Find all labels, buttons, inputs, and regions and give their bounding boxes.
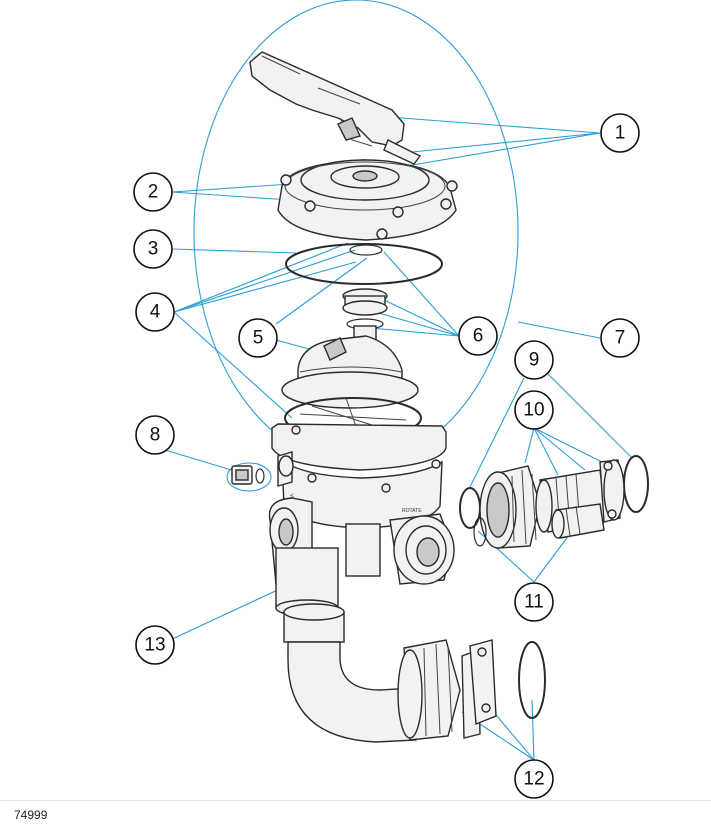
- callout-9: 9: [514, 340, 554, 380]
- svg-text:9: 9: [529, 350, 540, 371]
- svg-text:7: 7: [615, 328, 626, 349]
- svg-text:8: 8: [150, 425, 161, 446]
- part-valve-body: ROTATE VALVE: [268, 423, 455, 617]
- part-union-o-ring-left: [459, 487, 481, 529]
- svg-text:1: 1: [615, 123, 626, 144]
- callout-8: 8: [135, 415, 175, 455]
- svg-text:10: 10: [523, 400, 544, 421]
- svg-text:4: 4: [150, 302, 161, 323]
- part-valve-cover: [277, 159, 458, 241]
- callout-3: 3: [133, 229, 173, 269]
- svg-text:6: 6: [473, 326, 484, 347]
- part-union-o-ring-right: [623, 455, 649, 513]
- part-union-nut: [479, 465, 541, 549]
- part-drain-plug: [231, 465, 265, 485]
- svg-text:13: 13: [144, 635, 165, 656]
- svg-text:2: 2: [148, 182, 159, 203]
- exploded-valve-diagram: ROTATE VALVE: [133, 0, 649, 799]
- callout-10: 10: [514, 390, 554, 430]
- part-elbow-pipe: [283, 603, 417, 743]
- svg-text:5: 5: [253, 328, 264, 349]
- part-handle: [249, 51, 422, 165]
- callout-11: 11: [514, 582, 554, 622]
- callout-4: 4: [135, 292, 175, 332]
- part-small-fittings: [473, 503, 605, 547]
- part-lower-union: [397, 639, 546, 741]
- svg-text:12: 12: [523, 769, 544, 790]
- callout-1: 1: [600, 113, 640, 153]
- callout-5: 5: [238, 318, 278, 358]
- callout-6: 6: [458, 316, 498, 356]
- part-lower-o-ring: [518, 641, 546, 719]
- part-rotor: [281, 335, 419, 409]
- embossed-label: ROTATE: [402, 508, 422, 514]
- svg-text:3: 3: [148, 239, 159, 260]
- callout-7: 7: [600, 318, 640, 358]
- callout-13: 13: [135, 625, 175, 665]
- svg-text:11: 11: [524, 592, 544, 613]
- callout-2: 2: [133, 172, 173, 212]
- callout-12: 12: [514, 759, 554, 799]
- footer: 74999: [0, 800, 711, 828]
- part-reference-code: 74999: [14, 808, 48, 822]
- part-cover-o-ring: [285, 243, 443, 285]
